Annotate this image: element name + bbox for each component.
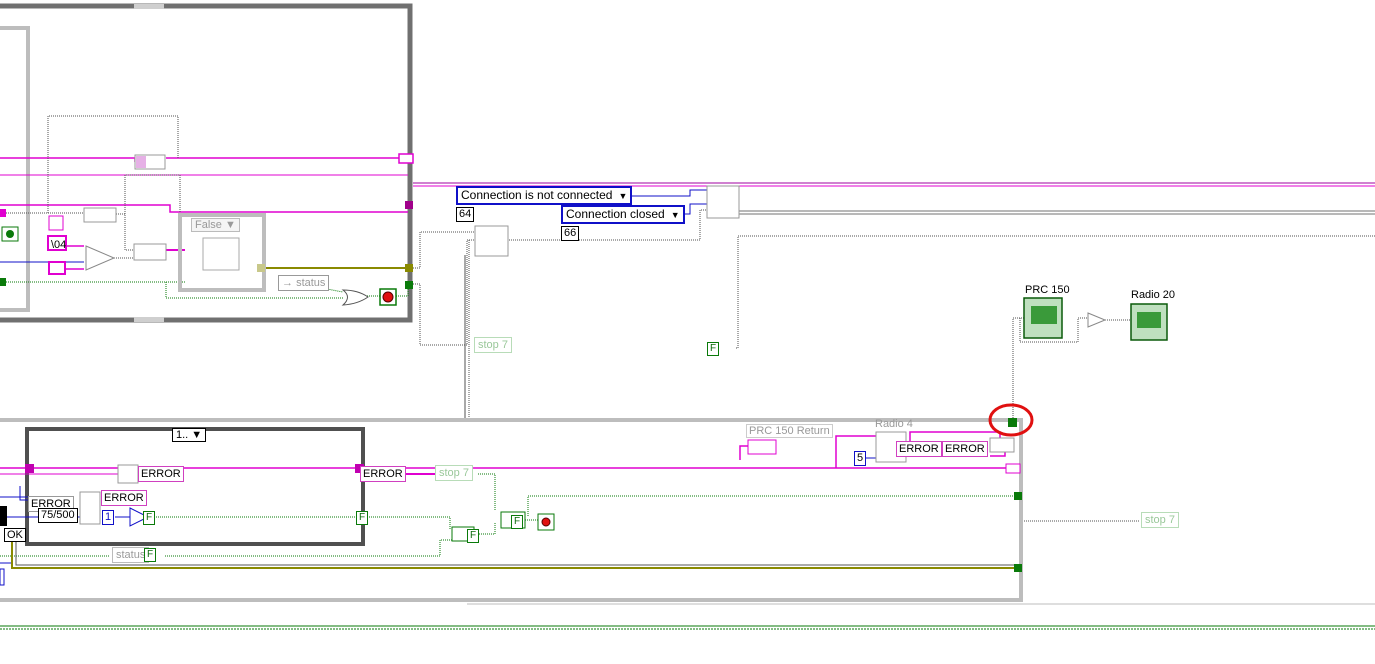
error-label-1: ERROR xyxy=(138,466,184,482)
ring-constant-not-connected[interactable]: Connection is not connected ▼ xyxy=(456,186,633,205)
false-constant-e[interactable]: F xyxy=(511,515,524,529)
stop7-local-variable-c[interactable]: stop 7 xyxy=(1141,512,1179,528)
ring-constant-connection-closed[interactable]: Connection closed ▼ xyxy=(561,205,685,224)
not-function xyxy=(1087,312,1107,328)
top-right-wires xyxy=(413,182,1375,420)
tunnel-bottom-1 xyxy=(25,464,34,473)
ok-button-constant[interactable]: OK xyxy=(4,528,26,542)
top-loop-wires xyxy=(0,115,409,299)
numeric-constant-one[interactable]: 1 xyxy=(102,510,115,525)
case-selector-text: False xyxy=(195,219,222,231)
error-label-4: ERROR xyxy=(101,490,147,506)
tunnel-bottom-err xyxy=(1005,463,1021,474)
numeric-constant-five[interactable]: 5 xyxy=(854,451,867,466)
radio20-label: Radio 20 xyxy=(1131,289,1176,301)
loop-condition-terminal[interactable] xyxy=(1008,418,1017,427)
arrow-right-icon: → xyxy=(282,277,293,289)
chevron-down-icon: ▼ xyxy=(618,191,628,201)
radio20-indicator[interactable] xyxy=(1130,303,1168,341)
case-range-text: 1.. xyxy=(176,429,189,441)
tunnel-cluster xyxy=(405,264,413,272)
tunnel-bottom-bool xyxy=(1014,492,1022,500)
false-constant-a[interactable]: F xyxy=(143,511,156,525)
radio4-label: Radio 4 xyxy=(875,418,913,430)
case-selector-range[interactable]: 1.. ▼ xyxy=(172,428,207,442)
error-label-2: ERROR xyxy=(360,466,406,482)
stop7-local-variable-a[interactable]: stop 7 xyxy=(474,337,512,353)
case-selector-false[interactable]: False ▼ xyxy=(191,218,240,232)
tunnel-string-top xyxy=(398,153,414,164)
numeric-constant-66[interactable]: 66 xyxy=(561,226,580,241)
status-unbundle-bottom: status xyxy=(112,547,150,563)
chevron-down-icon: ▼ xyxy=(224,219,236,231)
tunnel-bottom-2 xyxy=(355,464,364,473)
bottom-separator xyxy=(0,625,1375,630)
highlight-circle xyxy=(988,403,1034,437)
prc150-label: PRC 150 xyxy=(1025,284,1070,296)
prc150-return-label: PRC 150 Return xyxy=(746,424,833,438)
ring-text: Connection closed xyxy=(566,207,665,221)
select-function-icon xyxy=(474,225,509,257)
false-constant-c[interactable]: F xyxy=(144,548,157,562)
inner-case-structure[interactable] xyxy=(25,427,365,546)
false-constant-top[interactable]: F xyxy=(707,342,720,356)
case-structure-false[interactable] xyxy=(178,213,266,292)
tunnel-bool xyxy=(405,281,413,289)
bottom-while-loop[interactable] xyxy=(0,418,1375,605)
string-constant-hex[interactable]: \04 xyxy=(51,239,67,251)
ratio-constant[interactable]: 75/500 xyxy=(38,508,78,523)
false-constant-b[interactable]: F xyxy=(356,511,369,525)
or-gate xyxy=(341,289,369,306)
false-constant-d[interactable]: F xyxy=(467,529,480,543)
status-label-top: status xyxy=(296,277,326,289)
error-cluster-icon xyxy=(706,185,740,219)
numeric-constant-64[interactable]: 64 xyxy=(456,207,475,222)
status-label-bottom: status xyxy=(116,549,146,561)
error-label-6: ERROR xyxy=(942,441,988,457)
status-unbundle-top: → status xyxy=(278,275,330,291)
stop-terminal-top[interactable] xyxy=(379,288,397,306)
prc150-indicator[interactable] xyxy=(1023,297,1063,339)
top-subvis xyxy=(0,154,167,286)
chevron-down-icon: ▼ xyxy=(670,210,680,220)
tunnel-string-mid xyxy=(405,201,413,209)
ring-text: Connection is not connected xyxy=(461,188,613,202)
error-label-5: ERROR xyxy=(896,441,942,457)
stop7-local-variable-b[interactable]: stop 7 xyxy=(435,465,473,481)
chevron-down-icon: ▼ xyxy=(191,429,203,441)
tunnel-bottom-cluster xyxy=(1014,564,1022,572)
